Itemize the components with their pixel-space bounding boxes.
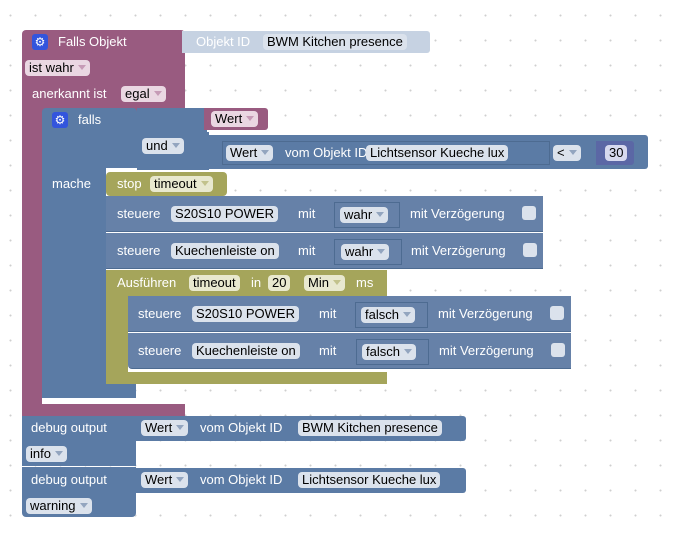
delay-checkbox[interactable]	[523, 243, 537, 257]
object-id-label: Objekt ID	[196, 34, 251, 49]
timeout-unit-dropdown[interactable]: Min	[304, 275, 345, 291]
if-block-bottom	[42, 384, 136, 398]
compare-value-socket	[222, 141, 550, 165]
timeout-value[interactable]: 20	[268, 275, 291, 291]
if-label: falls	[78, 112, 102, 127]
value-socket	[334, 202, 400, 228]
delay-label: mit Verzögerung	[411, 243, 506, 258]
stop-timer-dropdown[interactable]: timeout	[150, 176, 213, 192]
delay-checkbox[interactable]	[551, 343, 565, 357]
operator-dropdown[interactable]: <	[553, 145, 581, 161]
compare-from-label: vom Objekt ID	[285, 145, 368, 160]
control-value-dropdown[interactable]: wahr	[340, 207, 389, 223]
timeout-ms-label: ms	[356, 275, 374, 290]
delay-label: mit Verzögerung	[439, 343, 534, 358]
control-with: mit	[319, 306, 337, 321]
debug-object[interactable]: Lichtsensor Kueche lux	[298, 472, 441, 488]
debug-value-dropdown[interactable]: Wert	[141, 472, 189, 488]
control-device[interactable]: S20S10 POWER	[192, 306, 299, 322]
delay-label: mit Verzögerung	[410, 206, 505, 221]
control-value-dropdown[interactable]: wahr	[341, 244, 390, 260]
if-block-spine	[42, 168, 106, 388]
control-with: mit	[298, 206, 316, 221]
timeout-block-spine	[106, 296, 128, 374]
object-id-value[interactable]: BWM Kitchen presence	[263, 34, 407, 50]
value-socket	[355, 302, 428, 328]
trigger-title: Falls Objekt	[58, 34, 127, 49]
debug-label: debug output	[31, 472, 107, 487]
if-block-header-ext	[137, 108, 207, 132]
gear-icon[interactable]: ⚙	[32, 34, 48, 50]
value-socket	[356, 339, 429, 365]
debug-from-label: vom Objekt ID	[200, 472, 283, 487]
stop-label: stop	[117, 176, 142, 191]
compare-object[interactable]: Lichtsensor Kueche lux	[366, 145, 509, 161]
trigger-block-bottom	[22, 404, 185, 416]
and-dropdown[interactable]: und	[142, 138, 184, 154]
debug-level-dropdown[interactable]: warning	[26, 498, 92, 514]
timeout-name[interactable]: timeout	[189, 275, 240, 291]
debug-object[interactable]: BWM Kitchen presence	[298, 420, 442, 436]
gear-icon[interactable]: ⚙	[52, 112, 68, 128]
timeout-in-label: in	[251, 275, 262, 290]
delay-checkbox[interactable]	[522, 206, 536, 220]
debug-from-label: vom Objekt ID	[200, 420, 283, 435]
control-label: steuere	[138, 306, 182, 321]
debug-level-dropdown[interactable]: info	[26, 446, 67, 462]
ack-label: anerkannt ist	[32, 86, 107, 101]
ack-dropdown[interactable]: egal	[121, 86, 166, 102]
control-device[interactable]: Kuechenleiste on	[171, 243, 279, 259]
control-value-dropdown[interactable]: falsch	[362, 344, 416, 360]
debug-label: debug output	[31, 420, 107, 435]
delay-checkbox[interactable]	[550, 306, 564, 320]
control-value-dropdown[interactable]: falsch	[361, 307, 415, 323]
control-with: mit	[319, 343, 337, 358]
condition-dropdown[interactable]: ist wahr	[25, 60, 90, 76]
compare-value-dropdown[interactable]: Wert	[226, 145, 274, 161]
do-label: mache	[52, 176, 92, 191]
control-device[interactable]: S20S10 POWER	[171, 206, 278, 222]
debug-value-dropdown[interactable]: Wert	[141, 420, 189, 436]
value-socket	[334, 239, 402, 265]
control-label: steuere	[117, 206, 161, 221]
control-label: steuere	[138, 343, 182, 358]
timeout-label: Ausführen	[117, 275, 177, 290]
timeout-block-bottom	[106, 372, 387, 384]
control-label: steuere	[117, 243, 161, 258]
number-value[interactable]: 30	[605, 145, 628, 161]
trigger-block-spine	[22, 126, 42, 406]
value-dropdown[interactable]: Wert	[211, 111, 259, 127]
delay-label: mit Verzögerung	[438, 306, 533, 321]
control-with: mit	[298, 243, 316, 258]
control-device[interactable]: Kuechenleiste on	[192, 343, 300, 359]
